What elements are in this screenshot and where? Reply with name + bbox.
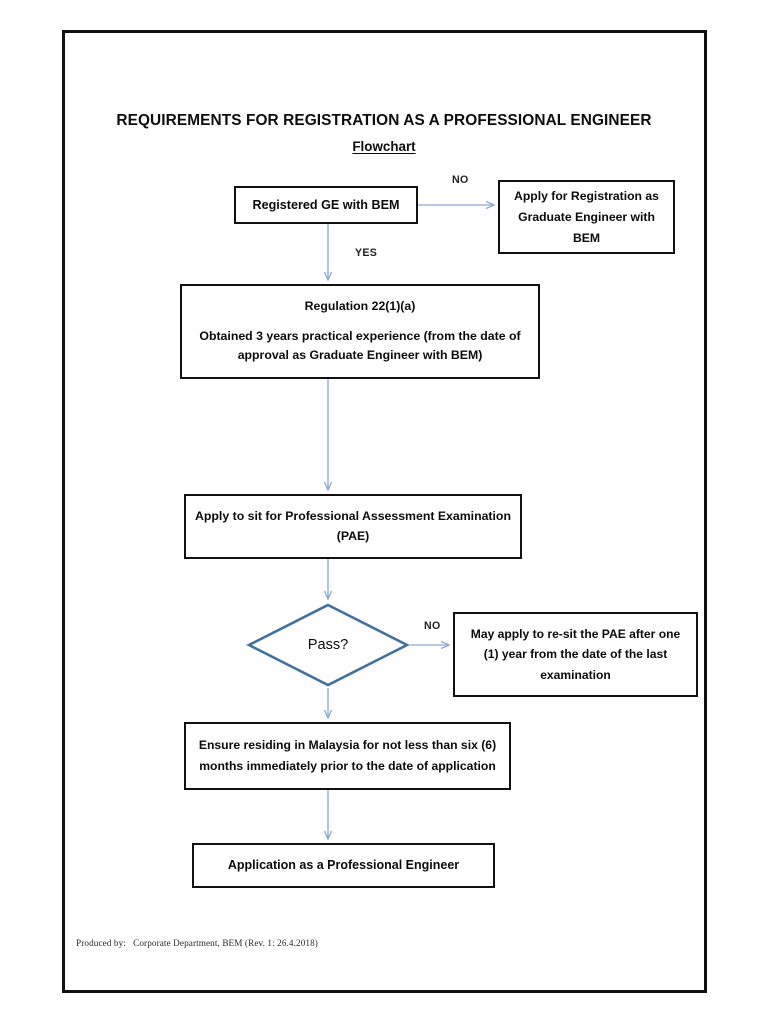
node-text-line: Pass? [307,637,349,653]
edge-label-no-registered-ge: NO [452,174,469,186]
node-regulation-22-1-a[interactable]: Regulation 22(1)(a) Obtained 3 years pra… [180,284,540,379]
node-text-line: Obtained 3 years practical experience (f… [199,328,521,343]
page-subtitle-text: Flowchart [352,139,416,154]
edge-label-no-pass: NO [424,620,441,632]
node-text-line: Application as a Professional Engineer [227,858,460,873]
node-text-line: Ensure residing in Malaysia for not less… [198,738,497,753]
node-apply-to-sit-for-pae[interactable]: Apply to sit for Professional Assessment… [184,494,522,559]
node-text-line: Registered GE with BEM [252,197,400,212]
page-subtitle: Flowchart [0,139,768,154]
node-text-line: Apply to sit for Professional Assessment… [195,508,511,523]
node-text-line: BEM [572,230,601,245]
node-registered-ge-with-bem[interactable]: Registered GE with BEM [234,186,418,224]
node-text-line: (1) year from the date of the last [483,647,668,662]
page-title: REQUIREMENTS FOR REGISTRATION AS A PROFE… [116,112,652,129]
node-text-line: Graduate Engineer with [518,209,655,224]
node-text-line: Apply for Registration as [514,188,659,203]
node-pass-label-wrap: Pass? [246,602,410,688]
node-text-line: (PAE) [336,528,370,543]
node-application-as-professional-engineer[interactable]: Application as a Professional Engineer [192,843,495,888]
node-text-line: approval as Graduate Engineer with BEM) [237,348,483,363]
node-may-apply-to-resit-pae[interactable]: May apply to re-sit the PAE after one (1… [453,612,698,697]
footer-produced-by: Produced by: Corporate Department, BEM (… [76,938,318,948]
diamond-shape [246,603,410,687]
node-text-line: examination [540,667,611,682]
edge-label-yes-registered-ge: YES [355,247,378,259]
node-text-line: May apply to re-sit the PAE after one [470,627,681,642]
node-text-line: months immediately prior to the date of … [199,759,496,773]
node-pass-decision[interactable]: Pass? [246,602,410,688]
node-apply-for-registration-graduate-engineer[interactable]: Apply for Registration as Graduate Engin… [498,180,675,254]
node-text-spacer [190,317,530,327]
node-ensure-residing-in-malaysia[interactable]: Ensure residing in Malaysia for not less… [184,722,511,790]
node-heading: Regulation 22(1)(a) [304,298,416,313]
